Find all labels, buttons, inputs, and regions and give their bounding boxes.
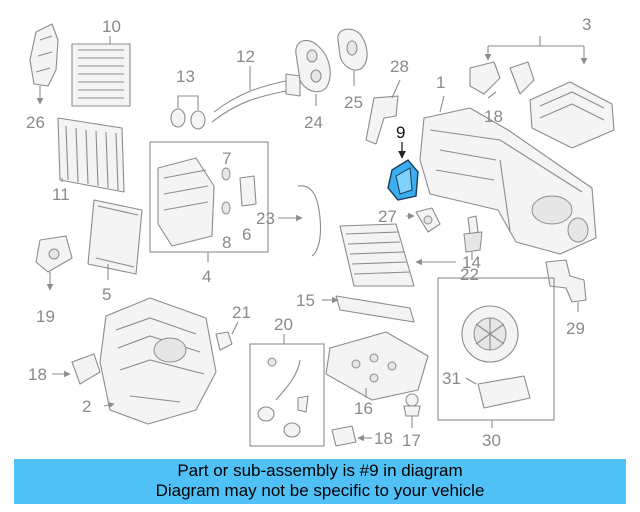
callout-30: 29	[566, 319, 585, 338]
callout-26: 25	[344, 93, 363, 112]
callout-3: 3	[582, 15, 591, 34]
callout-19: 18	[374, 429, 393, 448]
part-9-highlighted	[387, 159, 419, 201]
part-17-plug	[403, 393, 421, 417]
part-23-sensor	[463, 215, 483, 253]
callout-24: 23	[256, 209, 275, 228]
callout-8: 8	[222, 233, 231, 252]
part-2-lower-housing	[99, 297, 217, 425]
info-banner: Part or sub-assembly is #9 in diagram Di…	[14, 459, 626, 504]
callout-15: 15	[296, 291, 315, 310]
callout-29: 28	[390, 57, 409, 76]
banner-line-2: Diagram may not be specific to your vehi…	[155, 481, 485, 500]
part-28-actuator	[415, 207, 441, 233]
banner-line-1: Part or sub-assembly is #9 in diagram	[177, 461, 463, 480]
callout-31: 30	[482, 431, 501, 450]
callout-5: 5	[102, 285, 111, 304]
callout-9: 9	[396, 123, 405, 142]
part-24-hose	[297, 185, 322, 257]
callout-7: 7	[222, 149, 231, 168]
part-13-orings	[170, 95, 206, 130]
callout-6: 6	[242, 225, 251, 244]
part-27-bracket	[29, 23, 59, 87]
part-21-box	[249, 343, 325, 447]
part-15-strip	[335, 295, 415, 323]
part-22-sensor	[215, 331, 233, 351]
callout-21: 20	[274, 315, 293, 334]
callout-27: 26	[26, 113, 45, 132]
part-20-actuator	[35, 235, 73, 273]
part-29-bracket	[365, 95, 399, 145]
part-25-seal	[295, 39, 331, 93]
part-16-tray	[325, 331, 429, 401]
part-19	[331, 425, 357, 447]
callout-17: 17	[402, 431, 421, 450]
part-3-top	[469, 61, 615, 149]
callout-32: 31	[442, 369, 461, 388]
part-4-box	[149, 141, 269, 253]
callout-4: 4	[202, 267, 211, 286]
part-1-housing	[419, 107, 597, 255]
part-31-box	[437, 277, 555, 421]
callout-16: 16	[354, 399, 373, 418]
part-11-evaporator	[57, 117, 125, 193]
callout-2: 2	[82, 397, 91, 416]
part-5-filter	[87, 199, 143, 275]
callout-18-lower: 18	[28, 365, 47, 384]
callout-22: 21	[232, 303, 251, 322]
callout-25: 24	[304, 113, 323, 132]
callout-14: 14	[462, 253, 481, 272]
callout-18-top: 18	[484, 107, 503, 126]
callout-20: 19	[36, 307, 55, 326]
part-21-parts	[257, 357, 309, 438]
callout-11: 11	[52, 185, 70, 204]
part-30-bracket	[545, 259, 587, 303]
callout-28: 27	[378, 207, 397, 226]
part-10-heater-core	[71, 43, 131, 107]
callout-23: 22	[460, 265, 479, 284]
part-12-pipes	[211, 73, 301, 123]
part-18-lower	[71, 353, 101, 385]
part-26-gasket	[337, 28, 368, 71]
callout-13: 13	[176, 67, 195, 86]
callout-12: 12	[236, 47, 255, 66]
parts-diagram: 26 10 11 5 19 4 7 8 6	[26, 15, 615, 450]
callout-10: 10	[102, 17, 121, 36]
part-14-cabin-filter	[339, 223, 415, 287]
part-31-blower	[461, 305, 531, 409]
callout-1: 1	[436, 73, 445, 92]
